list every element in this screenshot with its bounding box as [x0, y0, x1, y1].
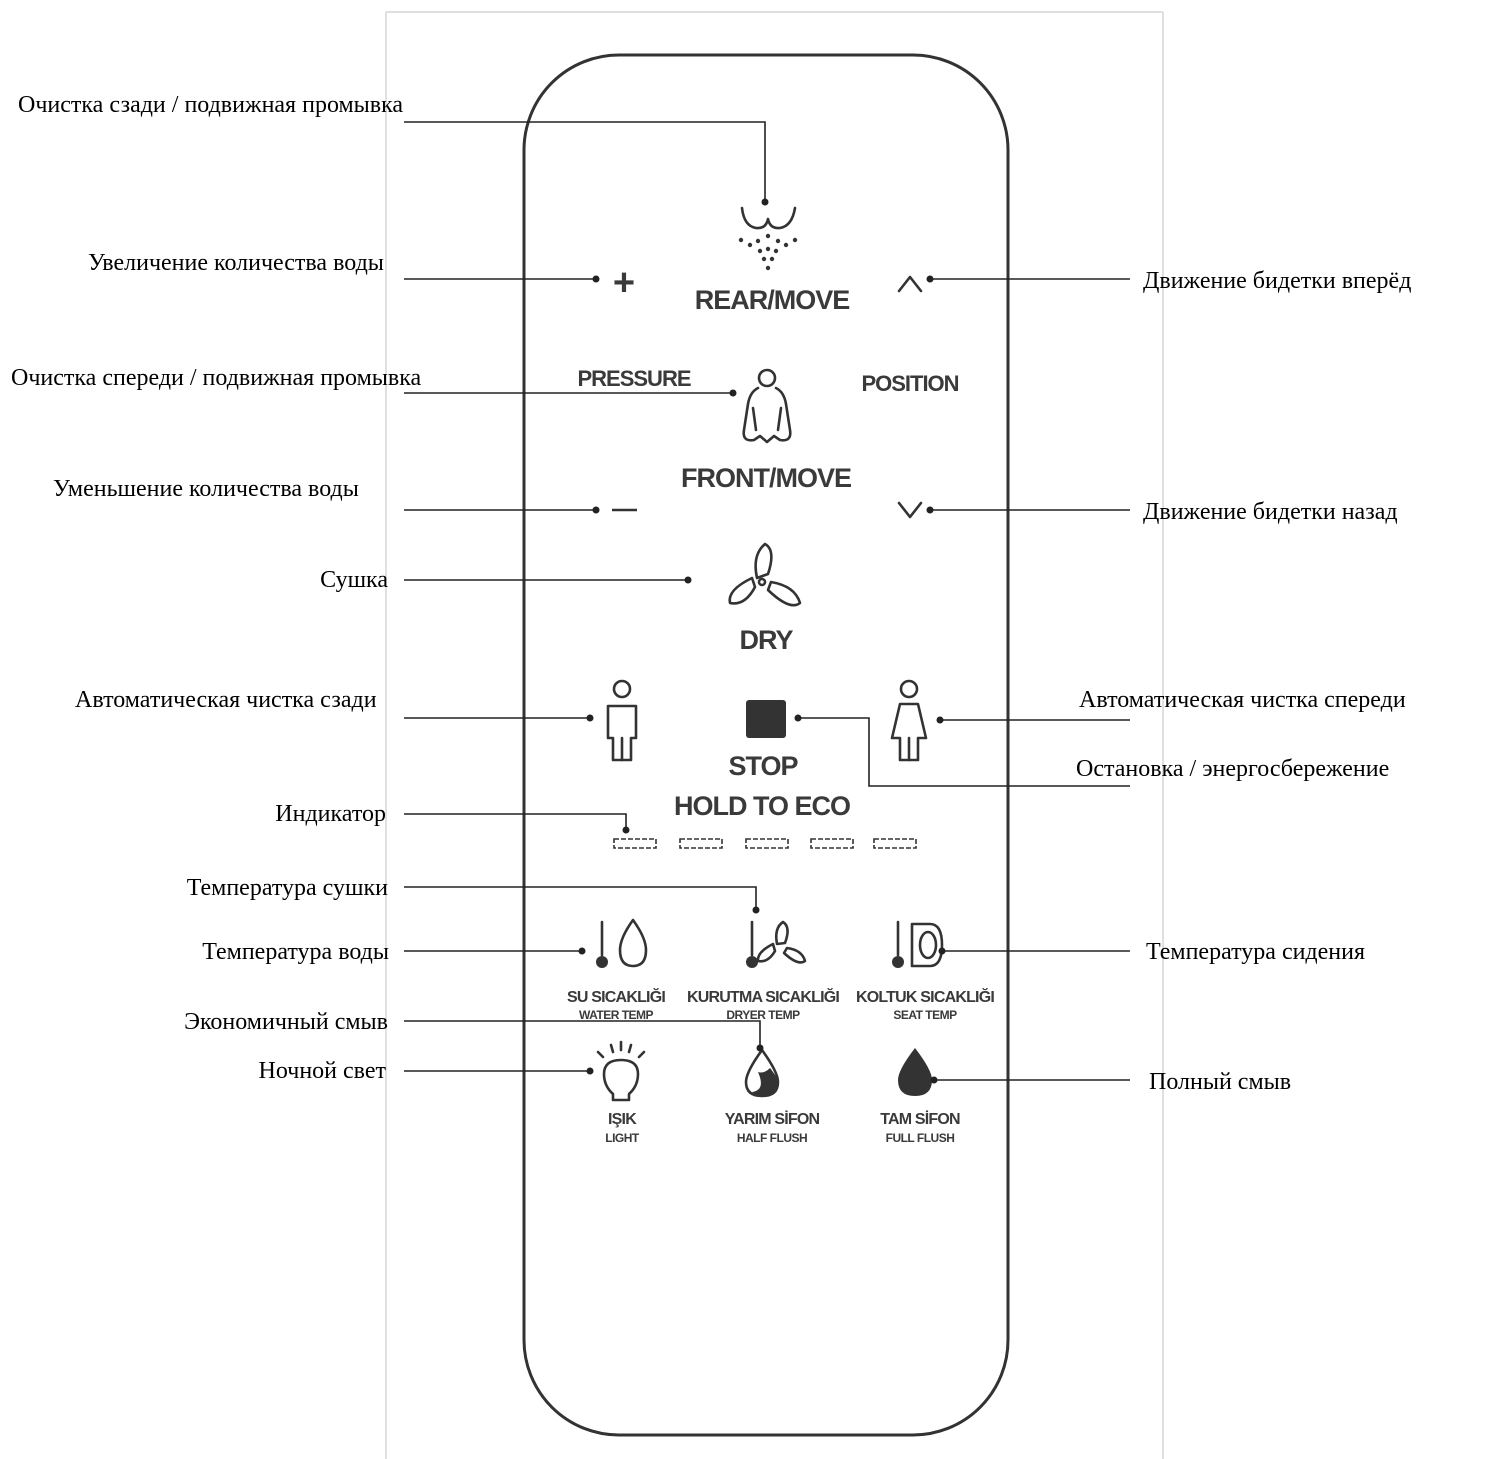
- front-move-button[interactable]: FRONT/MOVE: [681, 368, 852, 493]
- chevron-down-icon: [897, 501, 923, 519]
- annotation-drying: Сушка: [320, 567, 388, 593]
- thermometer-fan-icon: [746, 920, 807, 968]
- female-figure-icon: [890, 679, 928, 762]
- indicator-segment: [613, 838, 657, 849]
- annotations-right: Движение бидетки вперёд Движение бидетки…: [1076, 268, 1411, 1095]
- position-down-button[interactable]: [897, 501, 923, 519]
- rear-wash-icon: [738, 206, 798, 271]
- annotation-full-flush: Полный смыв: [1149, 1069, 1291, 1095]
- leader-lines: [404, 121, 1130, 1084]
- half-flush-label: YARIM SİFON: [725, 1110, 820, 1128]
- annotations-left: Очистка сзади / подвижная промывка Увели…: [11, 92, 422, 1084]
- stop-label: STOP: [728, 751, 798, 781]
- front-wash-icon: [742, 368, 792, 444]
- water-temp-sublabel: WATER TEMP: [579, 1008, 654, 1022]
- position-up-button[interactable]: [897, 275, 923, 293]
- annotation-rear-clean: Очистка сзади / подвижная промывка: [18, 92, 403, 118]
- pressure-label: PRESSURE: [577, 366, 690, 391]
- full-flush-button[interactable]: TAM SİFON FULL FLUSH: [880, 1048, 961, 1145]
- hold-to-eco-label: HOLD TO ECO: [674, 791, 850, 821]
- light-button[interactable]: IŞIK LIGHT: [596, 1040, 646, 1145]
- stop-button[interactable]: STOP HOLD TO ECO: [674, 700, 851, 821]
- full-flush-sublabel: FULL FLUSH: [886, 1131, 955, 1145]
- light-sublabel: LIGHT: [605, 1131, 640, 1145]
- auto-rear-button[interactable]: [606, 679, 638, 762]
- full-flush-label: TAM SİFON: [880, 1110, 960, 1128]
- half-drop-icon: [744, 1048, 780, 1098]
- annotation-water-decrease: Уменьшение количества воды: [53, 476, 359, 502]
- fan-icon: [728, 542, 802, 607]
- full-drop-icon: [898, 1048, 932, 1096]
- male-figure-icon: [606, 679, 638, 762]
- thermometer-drop-icon: [596, 918, 648, 968]
- indicator-segment: [745, 838, 789, 849]
- dry-button[interactable]: DRY: [728, 542, 802, 655]
- half-flush-sublabel: HALF FLUSH: [737, 1131, 807, 1145]
- front-move-label: FRONT/MOVE: [681, 463, 851, 493]
- annotation-stop-eco: Остановка / энергосбережение: [1076, 756, 1389, 782]
- dry-label: DRY: [739, 625, 793, 655]
- pressure-plus-button[interactable]: +: [613, 262, 635, 304]
- water-temp-button[interactable]: SU SICAKLIĞI WATER TEMP: [567, 918, 666, 1022]
- seat-temp-label: KOLTUK SICAKLIĞI: [856, 987, 994, 1006]
- annotation-auto-rear: Автоматическая чистка сзади: [75, 687, 377, 713]
- annotation-seat-temp: Температура сидения: [1146, 939, 1365, 965]
- light-label: IŞIK: [608, 1111, 637, 1128]
- indicator-bar: [613, 838, 917, 849]
- rear-move-button[interactable]: REAR/MOVE: [695, 206, 850, 315]
- seat-temp-sublabel: SEAT TEMP: [893, 1008, 957, 1022]
- annotation-nozzle-back: Движение бидетки назад: [1143, 499, 1398, 525]
- seat-temp-button[interactable]: KOLTUK SICAKLIĞI SEAT TEMP: [856, 920, 995, 1022]
- annotation-eco-flush: Экономичный смыв: [184, 1009, 388, 1035]
- stop-square-icon: [746, 700, 786, 738]
- annotation-auto-front: Автоматическая чистка спереди: [1079, 687, 1406, 713]
- figure-frame: [385, 11, 1164, 1459]
- water-temp-label: SU SICAKLIĞI: [567, 987, 665, 1006]
- annotation-water-increase: Увеличение количества воды: [88, 250, 384, 276]
- annotation-nozzle-forward: Движение бидетки вперёд: [1143, 268, 1411, 294]
- indicator-segment: [873, 838, 917, 849]
- light-bulb-icon: [596, 1040, 646, 1102]
- dryer-temp-button[interactable]: KURUTMA SICAKLIĞI DRYER TEMP: [687, 920, 840, 1022]
- rear-move-label: REAR/MOVE: [695, 285, 850, 315]
- dryer-temp-sublabel: DRYER TEMP: [726, 1008, 800, 1022]
- annotation-front-clean: Очистка спереди / подвижная промывка: [11, 365, 422, 391]
- annotation-water-temp: Температура воды: [202, 939, 389, 965]
- annotation-night-light: Ночной свет: [259, 1058, 387, 1084]
- annotation-dry-temp: Температура сушки: [187, 875, 388, 901]
- remote-body: [522, 53, 1010, 1437]
- position-label: POSITION: [861, 371, 958, 396]
- annotation-indicator: Индикатор: [275, 801, 386, 827]
- dryer-temp-label: KURUTMA SICAKLIĞI: [687, 987, 839, 1006]
- thermometer-seat-icon: [892, 920, 944, 968]
- auto-front-button[interactable]: [890, 679, 928, 762]
- indicator-segment: [810, 838, 854, 849]
- indicator-segment: [679, 838, 723, 849]
- chevron-up-icon: [897, 275, 923, 293]
- half-flush-button[interactable]: YARIM SİFON HALF FLUSH: [725, 1048, 820, 1145]
